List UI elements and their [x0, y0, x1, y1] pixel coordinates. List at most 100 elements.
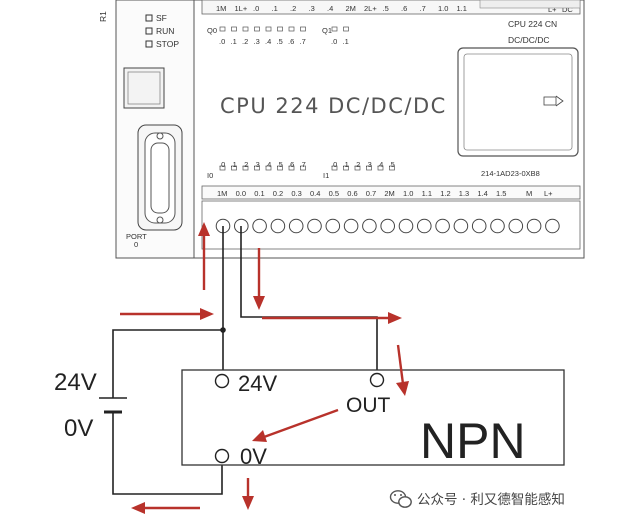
bottom-terminal-label: 1.1: [422, 189, 432, 198]
terminal-screw: [526, 218, 542, 234]
arrow-source-to-1m: [120, 308, 214, 320]
terminal-screw: [545, 218, 560, 234]
led-bit-label: .3: [254, 160, 260, 169]
led-bit-label: .0: [331, 160, 337, 169]
sensor-type-label: NPN: [420, 413, 526, 469]
status-led: [343, 165, 349, 171]
status-led: [242, 26, 249, 32]
terminal-screw: [362, 218, 377, 234]
led-run-label: RUN: [156, 26, 174, 36]
terminal-screw: [252, 218, 267, 234]
status-led: [254, 165, 260, 171]
top-right-dc: DC: [562, 5, 573, 14]
q1-label: Q1: [322, 26, 332, 35]
current-flow-arrows: [120, 222, 409, 514]
comm-port-0: [137, 124, 183, 231]
bottom-terminal-label: 0.4: [310, 189, 320, 198]
status-led: [366, 165, 372, 171]
bottom-terminal-label: 1.3: [459, 189, 469, 198]
bottom-terminal-label: 0.5: [329, 189, 339, 198]
led-bit-label: .1: [343, 160, 349, 169]
status-led: [389, 165, 395, 171]
q0-label: Q0: [207, 26, 217, 35]
status-led: [300, 165, 306, 171]
i0-label: I0: [207, 171, 213, 180]
led-bit-label: .2: [354, 160, 360, 169]
arrow-into-1m-terminal: [198, 222, 210, 290]
led-sf-label: SF: [156, 13, 167, 23]
wire-battery-to-0v: [112, 412, 223, 495]
expansion-port-cover: [457, 47, 579, 157]
voltage-small-text: DC/DC/DC: [508, 35, 550, 45]
status-led: [277, 165, 283, 171]
sensor-supply-lplus-label: L+: [544, 189, 553, 198]
bottom-terminal-label: 0.3: [291, 189, 301, 198]
watermark-text: 公众号 · 利又德智能感知: [417, 491, 565, 508]
npn-sensor: 24V OUT 0V NPN: [181, 369, 565, 469]
top-terminal-label: .1: [272, 4, 278, 13]
terminal-screw: [380, 218, 396, 234]
terminal-screw: [471, 218, 487, 234]
sensor-pin-0v-label: 0V: [240, 444, 267, 469]
led-bit-label: .6: [288, 160, 294, 169]
top-terminal-label: .2: [290, 4, 296, 13]
arrow-along-top-wire: [262, 312, 402, 324]
arrow-0v-down: [242, 478, 254, 510]
status-led: [288, 165, 295, 171]
led-bit-label: .2: [242, 37, 248, 46]
terminal-screw: [490, 218, 505, 234]
power-0v-label: 0V: [64, 415, 93, 442]
sensor-pin-24v: [214, 373, 230, 389]
status-led: [277, 26, 283, 32]
status-led: [231, 26, 237, 32]
bottom-terminal-label: 1.0: [403, 189, 413, 198]
top-terminal-label: 1M: [216, 4, 226, 13]
status-led: [265, 26, 272, 32]
led-run-indicator: [145, 27, 153, 35]
status-led: [219, 165, 226, 171]
status-led: [331, 165, 338, 171]
terminal-screw: [307, 218, 322, 234]
order-number: 214-1AD23-0XB8: [481, 169, 540, 178]
led-bit-label: .5: [277, 160, 283, 169]
bottom-terminal-label: 0.0: [236, 189, 246, 198]
led-bit-label: .0: [331, 37, 337, 46]
i0-led-row: .0.1.2.3.4.5.6.7: [219, 160, 306, 171]
model-big-text: CPU 224 DC/DC/DC: [220, 94, 447, 118]
cartridge-arrow-icon: [555, 95, 564, 107]
bottom-terminal-label: 1.2: [440, 189, 450, 198]
q0-led-row: .0.1.2.3.4.5.6.7: [219, 26, 306, 46]
wire-junction-to-battery: [112, 329, 223, 398]
top-terminal-label: .7: [420, 4, 426, 13]
top-terminal-label: 2M: [346, 4, 356, 13]
q1-led-row: .0.1: [331, 26, 349, 46]
sensor-pin-24v-label: 24V: [238, 371, 277, 396]
arrow-return-to-source: [131, 502, 200, 514]
top-terminal-label: .6: [401, 4, 407, 13]
bottom-terminal-label: 2M: [384, 189, 394, 198]
led-bit-label: .1: [231, 37, 237, 46]
led-bit-label: .6: [288, 37, 294, 46]
mode-switch-cover: [123, 67, 165, 109]
led-bit-label: .4: [377, 160, 383, 169]
top-right-badge: [479, 0, 581, 9]
sensor-pin-0v: [214, 448, 230, 464]
power-24v-label: 24V: [54, 369, 97, 396]
terminal-screw: [288, 218, 304, 234]
mode-switch-cover-inner: [127, 71, 161, 105]
status-led: [219, 26, 226, 32]
led-bit-label: .7: [300, 37, 306, 46]
bottom-terminal-label: 1.4: [477, 189, 487, 198]
wiring: 24V 0V: [54, 226, 378, 495]
led-stop-indicator: [145, 40, 153, 48]
i1-led-row: .0.1.2.3.4.5: [331, 160, 395, 171]
bottom-terminal-label: 0.1: [254, 189, 264, 198]
status-led: [265, 165, 272, 171]
led-bit-label: .3: [254, 37, 260, 46]
sensor-pin-out: [369, 372, 385, 388]
led-bit-label: .2: [242, 160, 248, 169]
port-label: PORT: [126, 232, 147, 241]
